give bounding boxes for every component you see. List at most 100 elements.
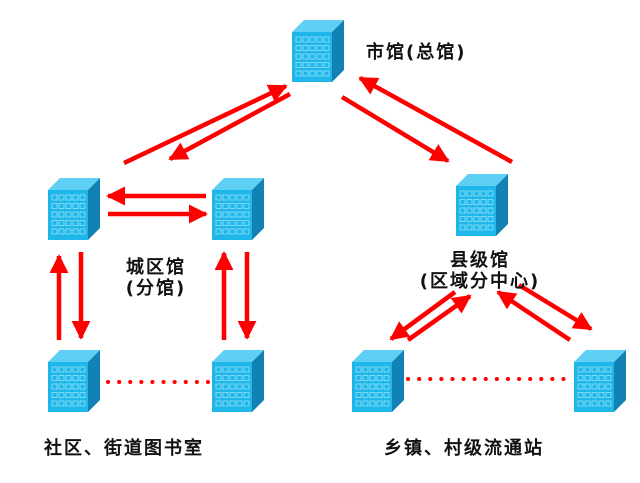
building-window [222, 392, 229, 398]
building-window [243, 194, 250, 201]
building-window [229, 366, 236, 373]
building-window [466, 207, 473, 214]
building-window [295, 62, 302, 68]
building-front [212, 190, 252, 240]
building-window [605, 366, 612, 373]
building-window [362, 366, 369, 373]
building-icon [48, 178, 100, 240]
building-window [577, 383, 584, 390]
building-window [302, 45, 309, 51]
building-window [236, 383, 243, 390]
building-window [58, 220, 65, 226]
building-window [229, 228, 236, 235]
building-window [376, 383, 383, 390]
building-window [323, 53, 330, 60]
building-window [58, 392, 65, 398]
building-front [48, 362, 88, 412]
building-window [362, 400, 369, 407]
building-window [362, 375, 369, 381]
building-window [65, 366, 72, 373]
building-roof [574, 350, 626, 362]
building-window [229, 203, 236, 209]
building-window [58, 400, 65, 407]
building-window [480, 190, 487, 197]
building-window [79, 220, 86, 226]
building-window [222, 220, 229, 226]
building-window [215, 220, 222, 226]
building-front [574, 362, 614, 412]
building-window [236, 366, 243, 373]
building-window [376, 366, 383, 373]
building-window [79, 228, 86, 235]
building-window [459, 216, 466, 222]
building-window [79, 211, 86, 218]
building-window [383, 375, 390, 381]
building-window [236, 194, 243, 201]
building-window [243, 366, 250, 373]
building-window [605, 383, 612, 390]
building-window [466, 199, 473, 205]
building-window [236, 203, 243, 209]
building-window [222, 203, 229, 209]
building-window [487, 224, 494, 231]
building-window [65, 194, 72, 201]
building-window [376, 400, 383, 407]
building-window [309, 36, 316, 43]
building-window [229, 194, 236, 201]
building-window [605, 400, 612, 407]
flow-arrow [358, 76, 514, 164]
building-icon [48, 350, 100, 412]
building-window [65, 203, 72, 209]
building-window [51, 211, 58, 218]
building-window [459, 199, 466, 205]
building-window [598, 366, 605, 373]
building-window [79, 383, 86, 390]
building-side [496, 174, 508, 236]
building-window [243, 220, 250, 226]
building-icon [352, 350, 404, 412]
building-window [473, 199, 480, 205]
building-window [229, 392, 236, 398]
building-window [51, 392, 58, 398]
building-front [292, 32, 332, 82]
building-front [48, 190, 88, 240]
building-window [72, 228, 79, 235]
building-icon [212, 178, 264, 240]
building-window [65, 228, 72, 235]
building-window [65, 220, 72, 226]
building-window [316, 70, 323, 77]
building-window [473, 207, 480, 214]
building-window [79, 366, 86, 373]
building-window [376, 375, 383, 381]
building-window [58, 366, 65, 373]
building-window [605, 375, 612, 381]
building-window [362, 392, 369, 398]
building-window [79, 375, 86, 381]
building-window [309, 45, 316, 51]
building-window [51, 228, 58, 235]
building-window [72, 400, 79, 407]
building-window [480, 224, 487, 231]
building-window [376, 392, 383, 398]
township-station-label: 乡镇、村级流通站 [384, 438, 544, 459]
building-window [51, 383, 58, 390]
building-window [323, 36, 330, 43]
building-window [229, 211, 236, 218]
building-side [252, 350, 264, 412]
building-window [215, 383, 222, 390]
building-roof [212, 178, 264, 190]
building-window [215, 211, 222, 218]
building-window [58, 203, 65, 209]
building-window [591, 366, 598, 373]
building-window [383, 392, 390, 398]
building-window [222, 211, 229, 218]
building-window [383, 383, 390, 390]
building-window [72, 383, 79, 390]
flow-arrow [340, 95, 450, 163]
building-front [212, 362, 252, 412]
building-window [591, 400, 598, 407]
building-window [316, 45, 323, 51]
building-window [383, 400, 390, 407]
building-window [65, 400, 72, 407]
building-window [487, 216, 494, 222]
